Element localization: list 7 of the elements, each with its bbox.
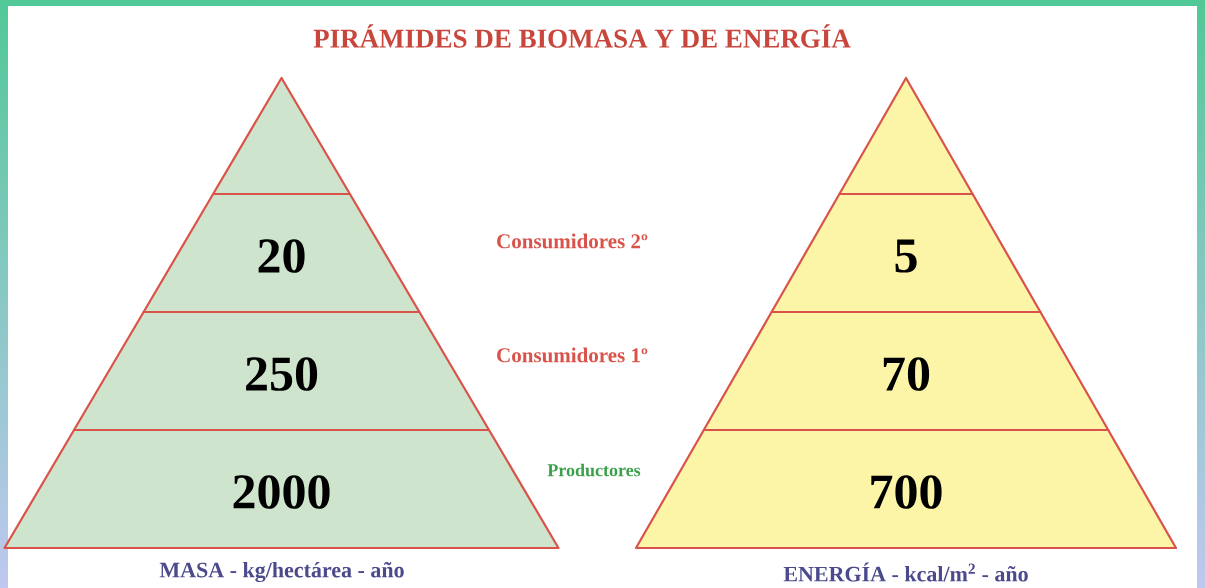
pyramid-band: 250 xyxy=(72,310,491,432)
level-label: Consumidores 2º xyxy=(497,233,648,249)
level-label: Consumidores 1º xyxy=(497,347,648,363)
pyramid-top xyxy=(212,76,351,196)
pyramid-band: 70 xyxy=(702,310,1110,432)
title: PIRÁMIDES DE BIOMASA Y DE ENERGÍA xyxy=(313,24,851,48)
pyramid-top xyxy=(838,76,974,196)
